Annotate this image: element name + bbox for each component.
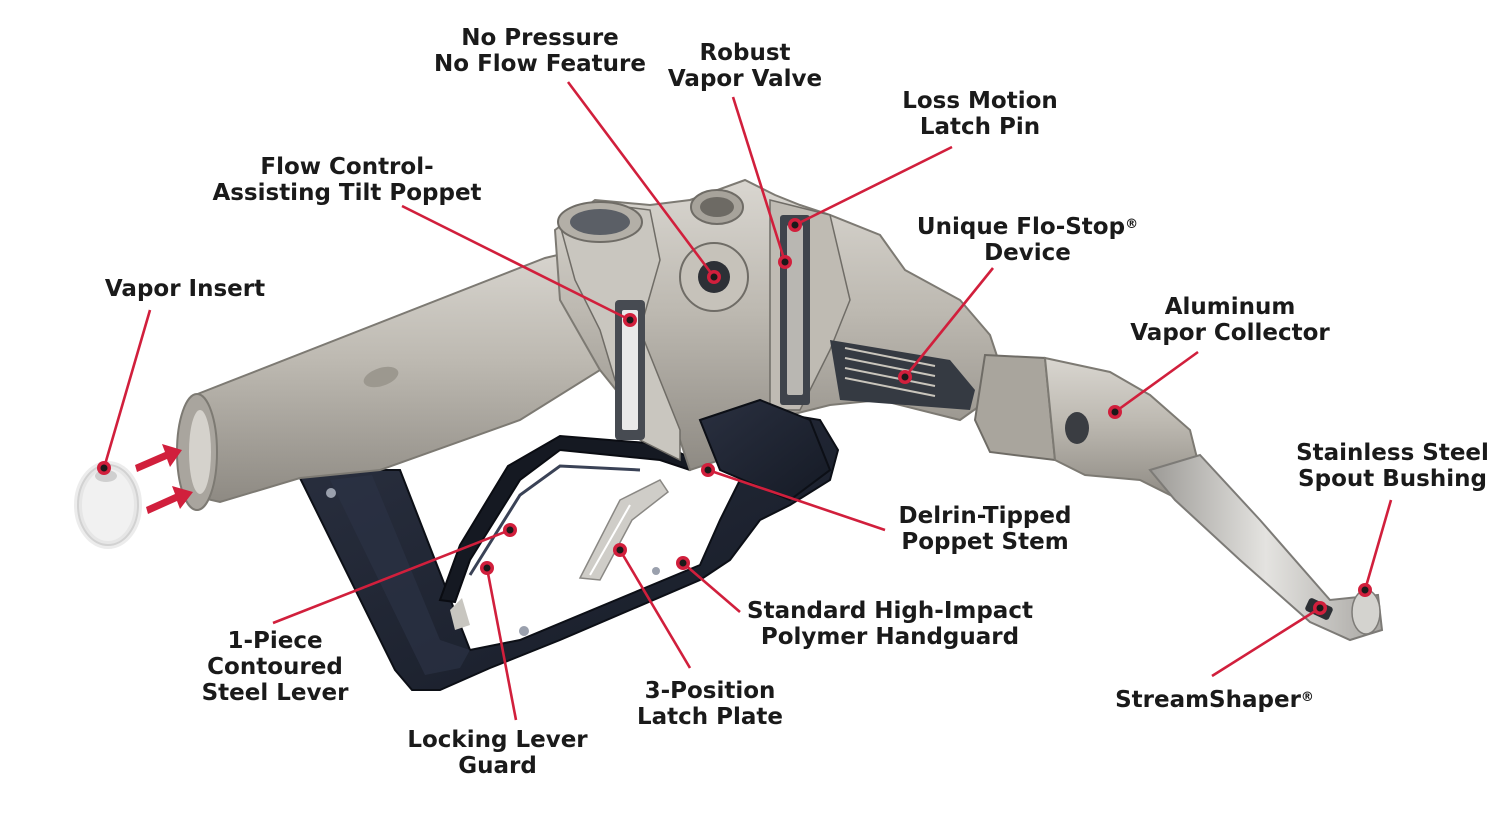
leader-flo-stop <box>903 267 995 378</box>
label-latch-plate: 3-Position Latch Plate <box>636 678 784 730</box>
insert-arrows <box>135 444 193 514</box>
label-streamshaper: StreamShaper® <box>1115 687 1314 713</box>
leader-latch-pin <box>794 145 953 227</box>
label-latch-pin: Loss Motion Latch Pin <box>902 88 1058 140</box>
leader-streamshaper <box>1211 606 1321 678</box>
leader-tilt-poppet <box>401 204 631 322</box>
label-lever-guard: Locking Lever Guard <box>407 727 588 779</box>
label-steel-lever: 1-Piece Contoured Steel Lever <box>201 628 349 706</box>
leader-dot-core-latch-pin <box>791 221 799 229</box>
label-poppet-stem: Delrin-Tipped Poppet Stem <box>898 503 1072 555</box>
leader-latch-plate <box>618 549 692 669</box>
leader-dot-core-lever-guard <box>483 564 491 572</box>
vapor-insert-shape <box>74 461 142 549</box>
leader-dot-core-streamshaper <box>1316 604 1324 612</box>
leader-poppet-stem <box>707 468 886 532</box>
leader-dot-core-vapor-valve <box>781 258 789 266</box>
valve-housing-shape <box>553 178 1002 502</box>
leader-dot-core-flo-stop <box>901 373 909 381</box>
label-vapor-collector: Aluminum Vapor Collector <box>1130 294 1330 346</box>
leader-dot-core-poppet-stem <box>704 466 712 474</box>
leader-dot-core-spout-bushing <box>1361 586 1369 594</box>
label-vapor-valve: Robust Vapor Valve <box>667 40 823 92</box>
leader-dot-core-vapor-insert <box>100 464 108 472</box>
leader-vapor-valve <box>731 96 787 263</box>
leader-vapor-insert <box>102 309 152 469</box>
spout-shape <box>1148 453 1384 642</box>
label-handguard: Standard High-Impact Polymer Handguard <box>747 598 1033 650</box>
leader-dot-core-tilt-poppet <box>626 316 634 324</box>
label-flo-stop: Unique Flo-Stop® Device <box>916 214 1139 266</box>
leader-vapor-collector <box>1114 350 1199 414</box>
leader-dot-core-handguard <box>679 559 687 567</box>
label-vapor-insert: Vapor Insert <box>104 276 266 302</box>
leader-spout-bushing <box>1363 499 1393 591</box>
label-tilt-poppet: Flow Control- Assisting Tilt Poppet <box>212 154 482 206</box>
handguard-shape <box>298 413 840 691</box>
label-spout-bushing: Stainless Steel Spout Bushing <box>1296 440 1489 492</box>
leader-handguard <box>682 562 741 613</box>
leader-dot-core-no-pressure <box>710 273 718 281</box>
latch-plate-shape <box>578 479 670 581</box>
leader-steel-lever <box>272 528 511 625</box>
steel-lever-shape <box>438 434 702 630</box>
leader-no-pressure <box>566 81 716 278</box>
leader-dot-core-vapor-collector <box>1111 408 1119 416</box>
leader-lever-guard <box>485 567 518 721</box>
leader-lines <box>97 81 1393 721</box>
label-no-pressure: No Pressure No Flow Feature <box>434 25 646 77</box>
leader-dot-core-steel-lever <box>506 526 514 534</box>
leader-dot-core-latch-plate <box>616 546 624 554</box>
vapor-collector-shape <box>973 353 1202 502</box>
